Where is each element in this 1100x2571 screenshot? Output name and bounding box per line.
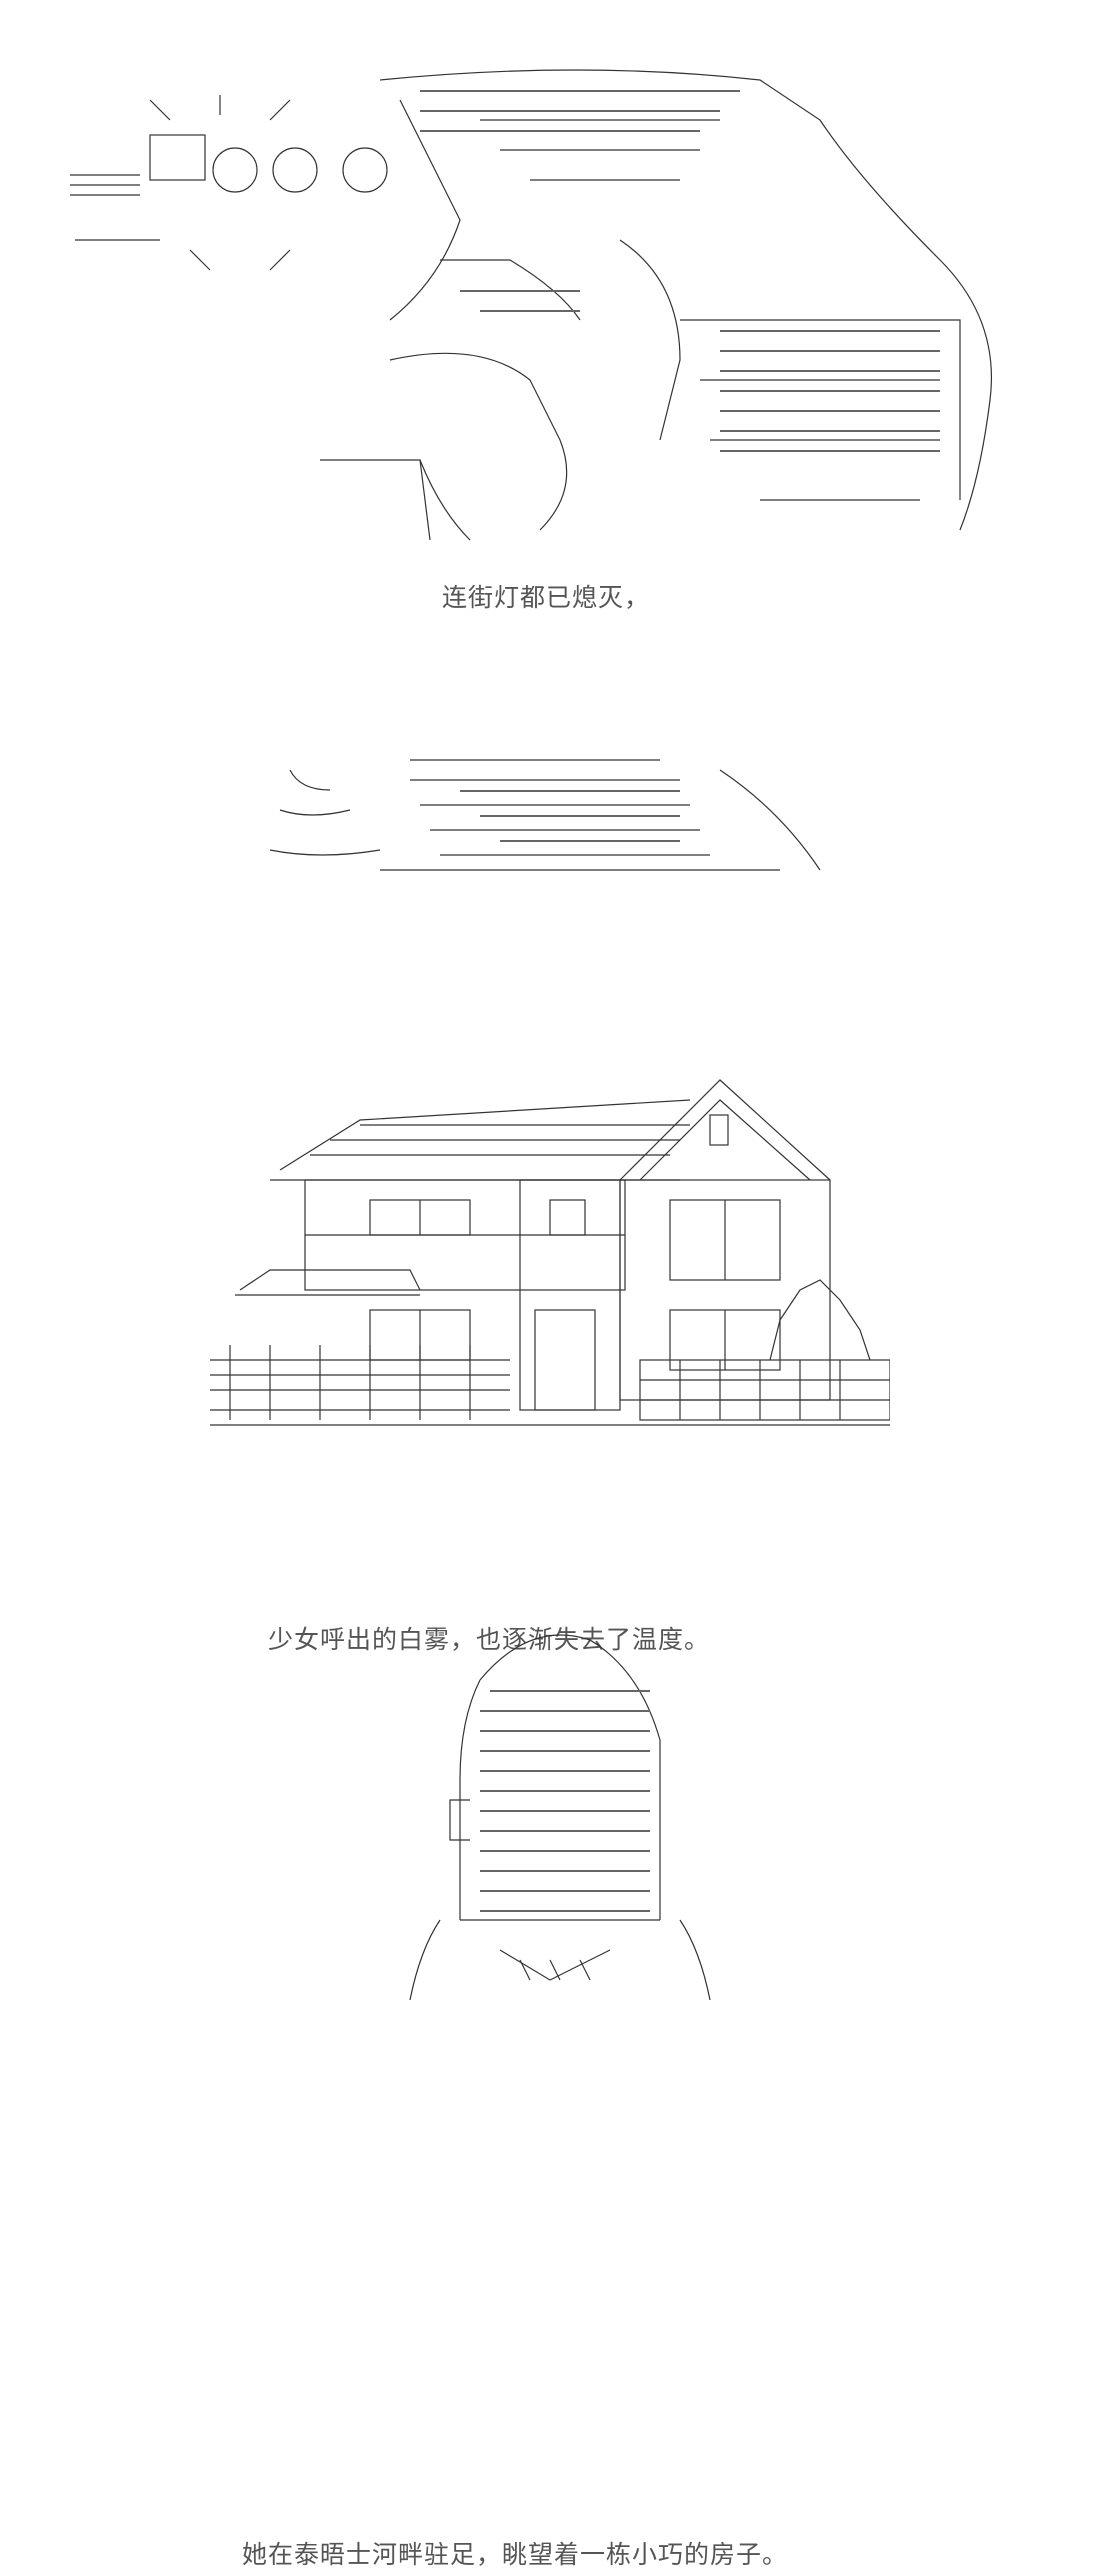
scene-4-ascii-art [400, 1620, 720, 2000]
scene-2-ascii-art [260, 750, 860, 890]
scene-1-ascii-art [60, 60, 1040, 560]
scene-3-panel: 她在泰晤士河畔驻足，眺望着一栋小巧的房子。 [0, 1060, 1100, 2569]
white-breath-art [269, 759, 821, 871]
scene-4-panel [0, 1620, 1100, 2000]
girl-breath-art [70, 69, 993, 541]
scene-2-panel: 少女呼出的白雾，也逐渐失去了温度。 [0, 720, 1100, 1654]
scene-3-ascii-art [210, 1060, 890, 1440]
scene-3-caption: 她在泰晤士河畔驻足，眺望着一栋小巧的房子。 [242, 2540, 789, 2569]
small-house-art [210, 1079, 890, 1426]
scene-1-panel: 连街灯都已熄灭， [0, 0, 1100, 620]
scene-2-caption: 少女呼出的白雾，也逐渐失去了温度。 [268, 1625, 711, 1654]
girl-back-view-art [409, 1634, 711, 2000]
scene-1-caption: 连街灯都已熄灭， [442, 583, 651, 612]
